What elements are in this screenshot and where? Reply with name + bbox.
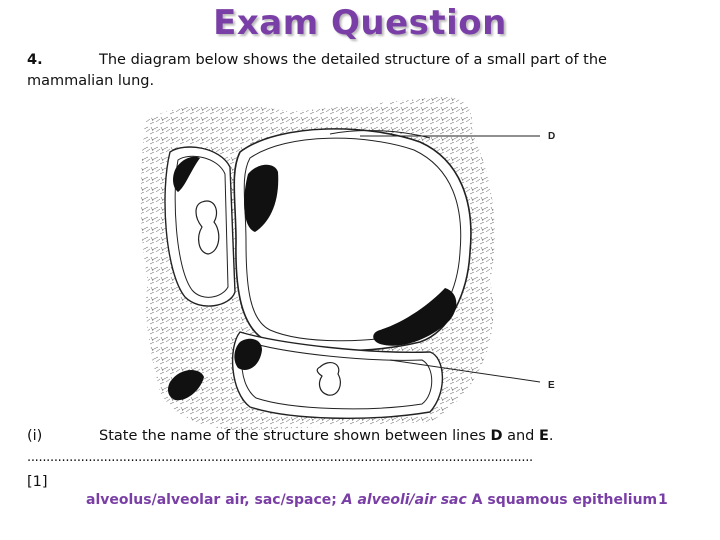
- part-text-end: .: [549, 428, 554, 444]
- mark-total: 1: [658, 492, 668, 508]
- question-stem: 4.The diagram below shows the detailed s…: [27, 50, 687, 92]
- part-text: State the name of the structure shown be…: [99, 428, 490, 444]
- alveolus: [234, 129, 471, 351]
- answer-alt-2: A squamous epithelium: [467, 492, 657, 508]
- part-number: (i): [27, 428, 99, 444]
- mark-scheme-answer: alveolus/alveolar air, sac/space; A alve…: [86, 492, 657, 508]
- label-d: D: [548, 131, 555, 142]
- lung-alveolus-diagram: D E: [130, 92, 570, 432]
- answer-alt-1: A alveoli/air sac: [342, 492, 467, 508]
- question-part-i: (i)State the name of the structure shown…: [27, 428, 554, 444]
- question-stem-line-2: mammalian lung.: [27, 73, 154, 89]
- answer-main: alveolus/alveolar air, sac/space;: [86, 492, 342, 508]
- part-text-d: D: [490, 428, 502, 444]
- marks-label: [1]: [27, 474, 48, 490]
- question-stem-line-1: The diagram below shows the detailed str…: [99, 52, 607, 68]
- question-number: 4.: [27, 50, 99, 71]
- part-text-and: and: [503, 428, 540, 444]
- answer-line: ........................................…: [27, 450, 587, 465]
- page-title: Exam Question: [0, 3, 720, 43]
- label-e: E: [548, 380, 555, 391]
- part-text-e: E: [539, 428, 549, 444]
